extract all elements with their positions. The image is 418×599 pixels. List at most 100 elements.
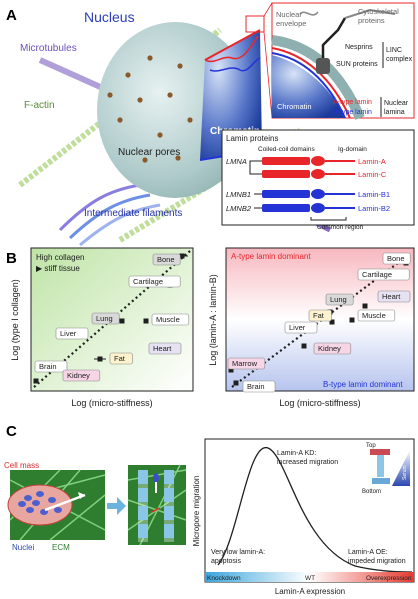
panel-c-letter: C — [6, 423, 17, 440]
panel-a-letter: A — [6, 7, 17, 24]
ecm-label: ECM — [52, 543, 70, 552]
nuclear-pores-label: Nuclear pores — [118, 147, 180, 158]
coiled-coil-label: Coiled-coil domains — [258, 146, 315, 153]
tissue-label-box — [227, 357, 266, 370]
protein-label: Lamin-B2 — [358, 204, 390, 213]
tissue-label-box — [382, 252, 411, 265]
tissue-point — [228, 367, 234, 373]
transwell-icon — [370, 449, 410, 486]
bottom-label: Bottom — [362, 489, 381, 495]
kd-label-line2: increased migration — [277, 459, 338, 466]
very-low-label-line2: apoptosis — [211, 558, 241, 565]
tissue-label: Lung — [330, 295, 347, 304]
tissue-point — [233, 380, 239, 386]
panel-b-letter: B — [6, 250, 17, 267]
tissue-label: Cartilage — [133, 277, 163, 286]
tissue-label: Marrow — [232, 359, 258, 368]
tissue-label: Brain — [39, 362, 57, 371]
coiled-coil-domain — [262, 157, 310, 165]
top-label: Top — [366, 443, 376, 449]
gene-label: LMNA — [226, 157, 247, 166]
tissue-label-box — [109, 352, 133, 365]
a-type-lamin-label: A-type lamin — [333, 99, 372, 106]
tissue-label-box — [357, 268, 410, 281]
tissue-label-box — [242, 380, 276, 393]
ig-domain-label: Ig-domain — [338, 146, 367, 153]
very-low-label-line1: Very low lamin-A: — [211, 549, 265, 556]
lamin-expression-xlabel: Lamin-A expression — [275, 587, 345, 596]
migration-curve — [217, 447, 413, 573]
tissue-label-box — [148, 342, 182, 355]
tissue-label: Heart — [153, 344, 172, 353]
tissue-point — [143, 318, 149, 324]
tissue-label-box — [308, 309, 332, 322]
tissue-label: Kidney — [67, 371, 90, 380]
intermediate-filaments-label: Intermediate filaments — [84, 208, 182, 219]
ig-domain-shape — [311, 189, 325, 199]
tissue-label-box — [91, 312, 120, 325]
inset-chromatin-label: Chromatin — [277, 102, 312, 111]
scale-overexpression: Overexpression — [366, 575, 412, 582]
tissue-label: Lung — [96, 314, 113, 323]
sun-proteins-label: SUN proteins — [336, 61, 378, 68]
cell-mass-illustration — [7, 469, 106, 541]
ig-domain-shape — [311, 203, 325, 213]
kd-label-line1: Lamin-A KD: — [277, 450, 316, 457]
tissue-label: Liver — [60, 329, 77, 338]
scale-wt: WT — [305, 575, 315, 582]
protein-label: Lamin-A — [358, 157, 386, 166]
microtubules-label: Microtubules — [20, 43, 77, 54]
tissue-label: Cartilage — [362, 270, 392, 279]
migration-ylabel: Micropore migration — [192, 476, 201, 547]
tissue-label-box — [62, 369, 101, 382]
scale-knockdown: Knockdown — [207, 575, 241, 582]
tissue-point — [97, 356, 103, 362]
b-type-lamin-label: B-type lamin — [333, 109, 372, 116]
ig-domain-shape — [311, 156, 325, 166]
tissue-point — [119, 318, 125, 324]
lamin-proteins-title: Lamin proteins — [226, 134, 278, 143]
tissue-point — [301, 343, 307, 349]
lmna-bracket — [249, 160, 254, 175]
tissue-label-box — [152, 253, 181, 266]
tissue-label: Heart — [382, 292, 401, 301]
tissue-label-box — [128, 275, 181, 288]
zoom-line-bottom — [263, 31, 273, 119]
zoom-box — [245, 15, 265, 33]
tissue-label-box — [313, 342, 352, 355]
stiff-tissue-label: ▶ stiff tissue — [36, 264, 80, 273]
coiled-coil-domain — [262, 190, 310, 198]
gene-label: LMNB1 — [226, 190, 251, 199]
linc-inset — [271, 2, 415, 120]
lamin-ratio-ylabel: Log (lamin-A : lamin-B) — [208, 274, 218, 366]
tissue-label: Brain — [247, 382, 265, 391]
tissue-label: Fat — [114, 354, 126, 363]
coiled-coil-domain — [262, 170, 310, 178]
tissue-label-box — [377, 290, 411, 303]
tissue-label-box — [34, 360, 68, 373]
nucleus — [97, 22, 263, 198]
zoom-line-top — [263, 2, 273, 17]
tissue-point — [179, 253, 185, 259]
tissue-label-box — [325, 293, 354, 306]
tissue-label: Bone — [387, 254, 405, 263]
high-collagen-label: High collagen — [36, 253, 84, 262]
oe-label-line1: Lamin-A OE: — [348, 549, 388, 556]
tissue-label: Muscle — [156, 315, 180, 324]
tissue-point — [33, 378, 39, 384]
nesprins-label: Nesprins — [345, 44, 373, 51]
factin-label: F-actin — [24, 100, 55, 111]
tissue-label-box — [357, 309, 396, 322]
confined-migration-illustration — [127, 464, 187, 546]
tissue-label-box — [55, 327, 89, 340]
tissue-label: Bone — [157, 255, 175, 264]
protein-label: Lamin-B1 — [358, 190, 390, 199]
cell-mass-label: Cell mass — [4, 461, 39, 470]
serum-label: Serum — [402, 465, 408, 480]
lamin-ratio-xlabel: Log (micro-stiffness) — [279, 398, 360, 408]
